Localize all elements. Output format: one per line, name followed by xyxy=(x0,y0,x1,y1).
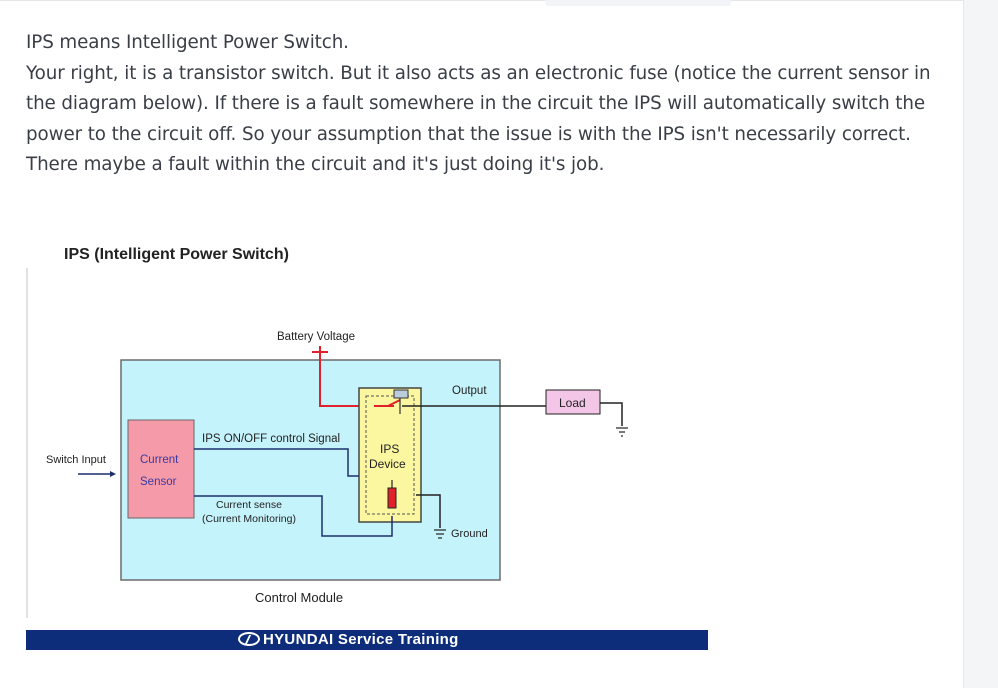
control-module-label: Control Module xyxy=(255,590,343,605)
current-sense-wire xyxy=(194,495,393,537)
ips-diagram-image: IPS (Intelligent Power Switch) Battery V… xyxy=(26,228,708,650)
battery-voltage-label: Battery Voltage xyxy=(277,331,355,343)
post-body: IPS means Intelligent Power Switch. Your… xyxy=(26,28,956,181)
ips-device-label-2: Device xyxy=(369,457,406,471)
figure-left-edge xyxy=(26,268,28,618)
post-card: IPS means Intelligent Power Switch. Your… xyxy=(0,0,964,688)
ips-circuit-diagram: Battery Voltage IPS Device Output Load xyxy=(26,268,628,618)
current-sense-label-1: Current sense xyxy=(216,499,282,511)
current-sensor-label-1: Current xyxy=(140,454,179,466)
load-box xyxy=(545,389,601,415)
ips-device-label-1: IPS xyxy=(380,442,399,456)
switch-input-label: Switch Input xyxy=(46,454,106,466)
ips-control-signal-label: IPS ON/OFF control Signal xyxy=(202,433,340,445)
current-sense-label-2: (Current Monitoring) xyxy=(202,513,296,525)
hyundai-brand: HYUNDAI Service Training xyxy=(238,631,459,648)
post-paragraph-1: IPS means Intelligent Power Switch. xyxy=(26,32,349,53)
shunt-resistor xyxy=(387,487,397,509)
load-label: Load xyxy=(559,396,586,410)
current-sensor-box xyxy=(127,419,195,519)
hyundai-logo-icon xyxy=(238,632,260,646)
top-divider xyxy=(0,0,963,1)
ips-switch-symbol xyxy=(393,389,409,399)
ground-wire xyxy=(416,494,441,528)
current-sensor-label-2: Sensor xyxy=(140,476,177,488)
load-ground-wire xyxy=(600,402,623,426)
post-paragraph-2: Your right, it is a transistor switch. B… xyxy=(26,62,931,176)
control-signal-wire xyxy=(194,448,359,477)
banner-text: HYUNDAI Service Training xyxy=(263,631,459,648)
diagram-title: IPS (Intelligent Power Switch) xyxy=(64,246,289,263)
top-tab-remnant xyxy=(545,0,731,6)
hyundai-banner: HYUNDAI Service Training xyxy=(26,630,708,650)
ground-label: Ground xyxy=(451,528,488,540)
scroll-gutter xyxy=(964,0,998,688)
output-label: Output xyxy=(452,385,487,397)
